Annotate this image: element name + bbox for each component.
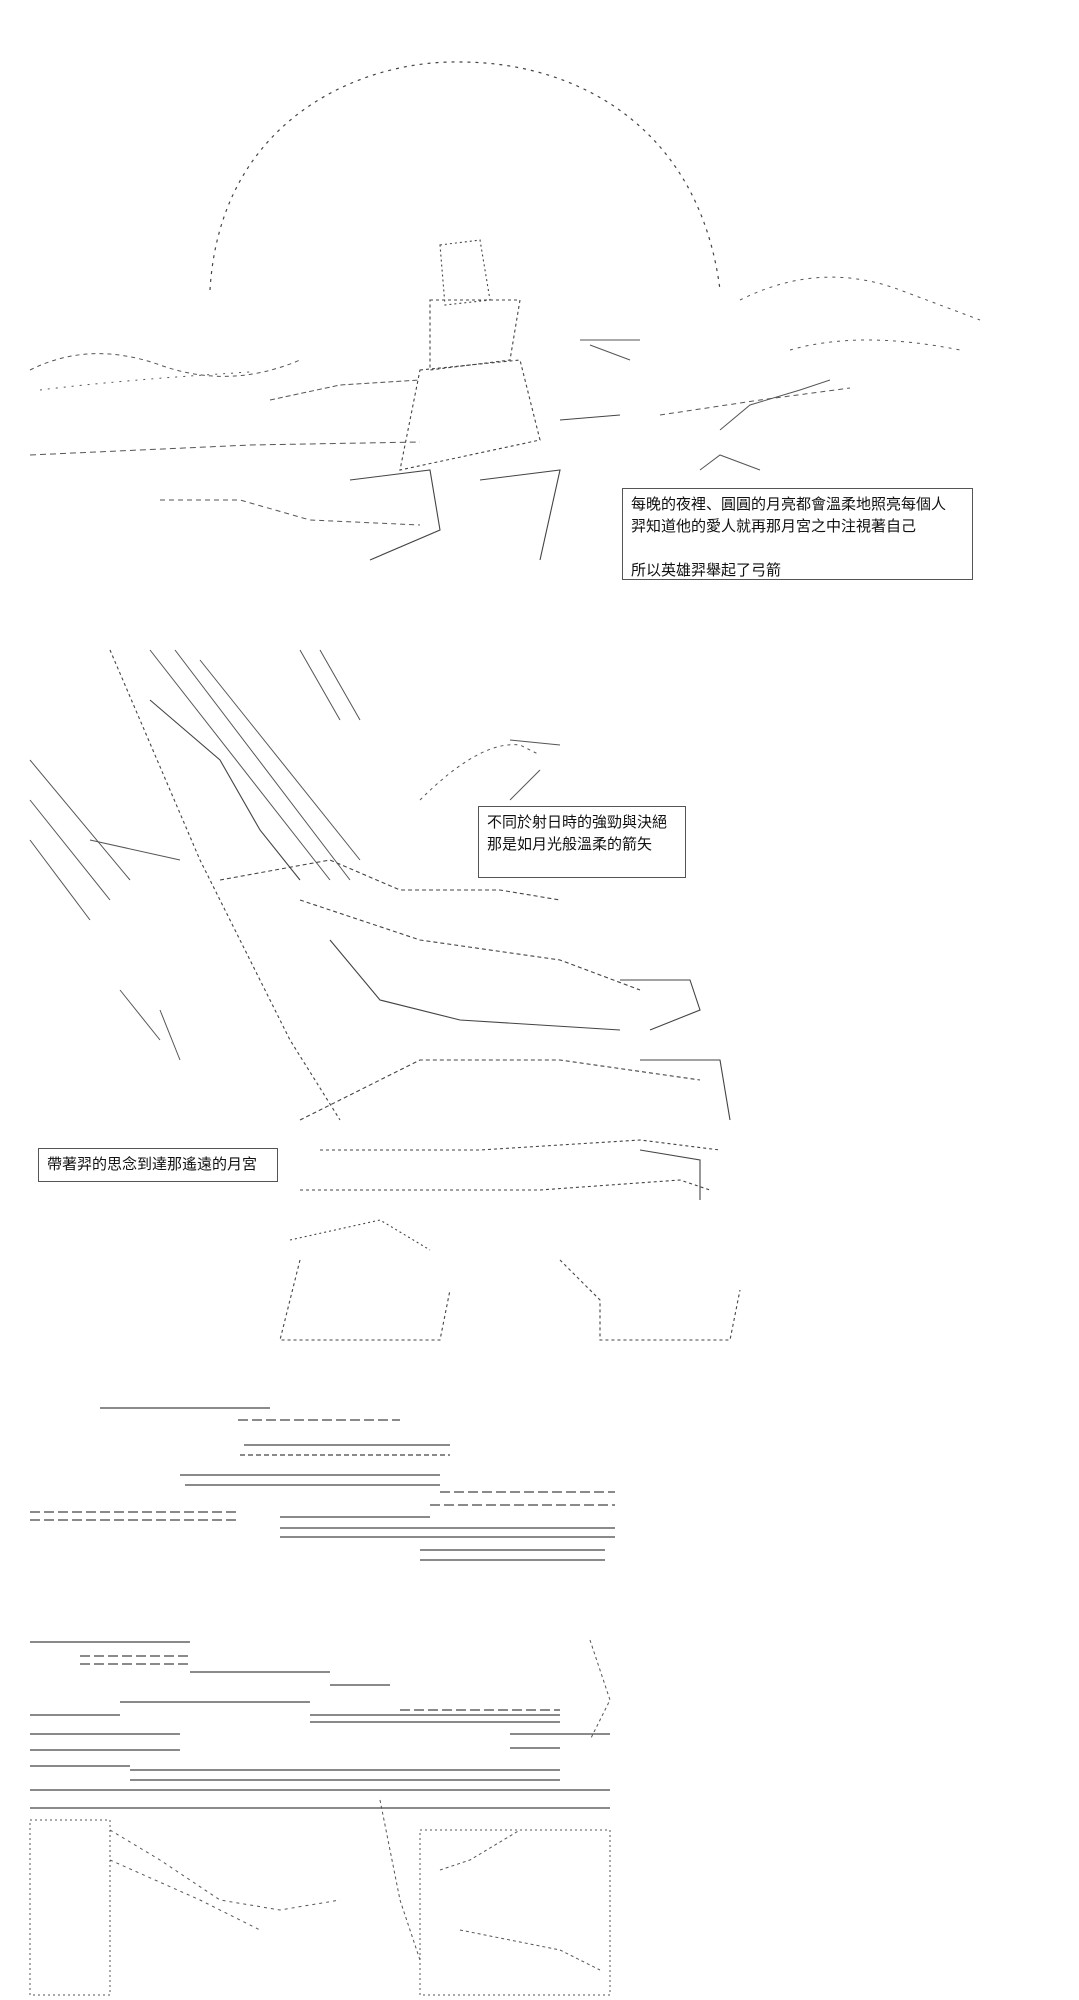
panel-1-clouds xyxy=(29,276,981,526)
caption-line: 所以英雄羿舉起了弓箭 xyxy=(631,561,782,579)
panel-3-streaks xyxy=(30,1407,615,1561)
caption-line xyxy=(631,537,964,559)
caption-box-moon: 每晚的夜裡、圓圓的月亮都會溫柔地照亮每個人 羿知道他的愛人就再那月宮之中注視著自… xyxy=(622,488,973,580)
caption-line: 那是如月光般溫柔的箭矢 xyxy=(487,835,653,853)
caption-box-arrow: 不同於射日時的強勁與決絕 那是如月光般溫柔的箭矢 xyxy=(478,806,686,878)
panel-2-archer xyxy=(109,649,741,1341)
panel-1-figure xyxy=(349,239,621,561)
panel-2-streaks xyxy=(29,649,561,1061)
panel-1-moon-art xyxy=(209,61,721,291)
caption-line: 羿知道他的愛人就再那月宮之中注視著自己 xyxy=(631,517,917,535)
panel-4-streaks xyxy=(30,1641,610,1809)
caption-line: 不同於射日時的強勁與決絕 xyxy=(487,813,668,831)
caption-line: 帶著羿的思念到達那遙遠的月宮 xyxy=(47,1155,258,1173)
caption-line: 每晚的夜裡、圓圓的月亮都會溫柔地照亮每個人 xyxy=(631,495,947,513)
caption-box-longing: 帶著羿的思念到達那遙遠的月宮 xyxy=(38,1148,278,1182)
panel-4-hatching xyxy=(29,1639,611,1996)
moon-outline xyxy=(209,61,721,291)
